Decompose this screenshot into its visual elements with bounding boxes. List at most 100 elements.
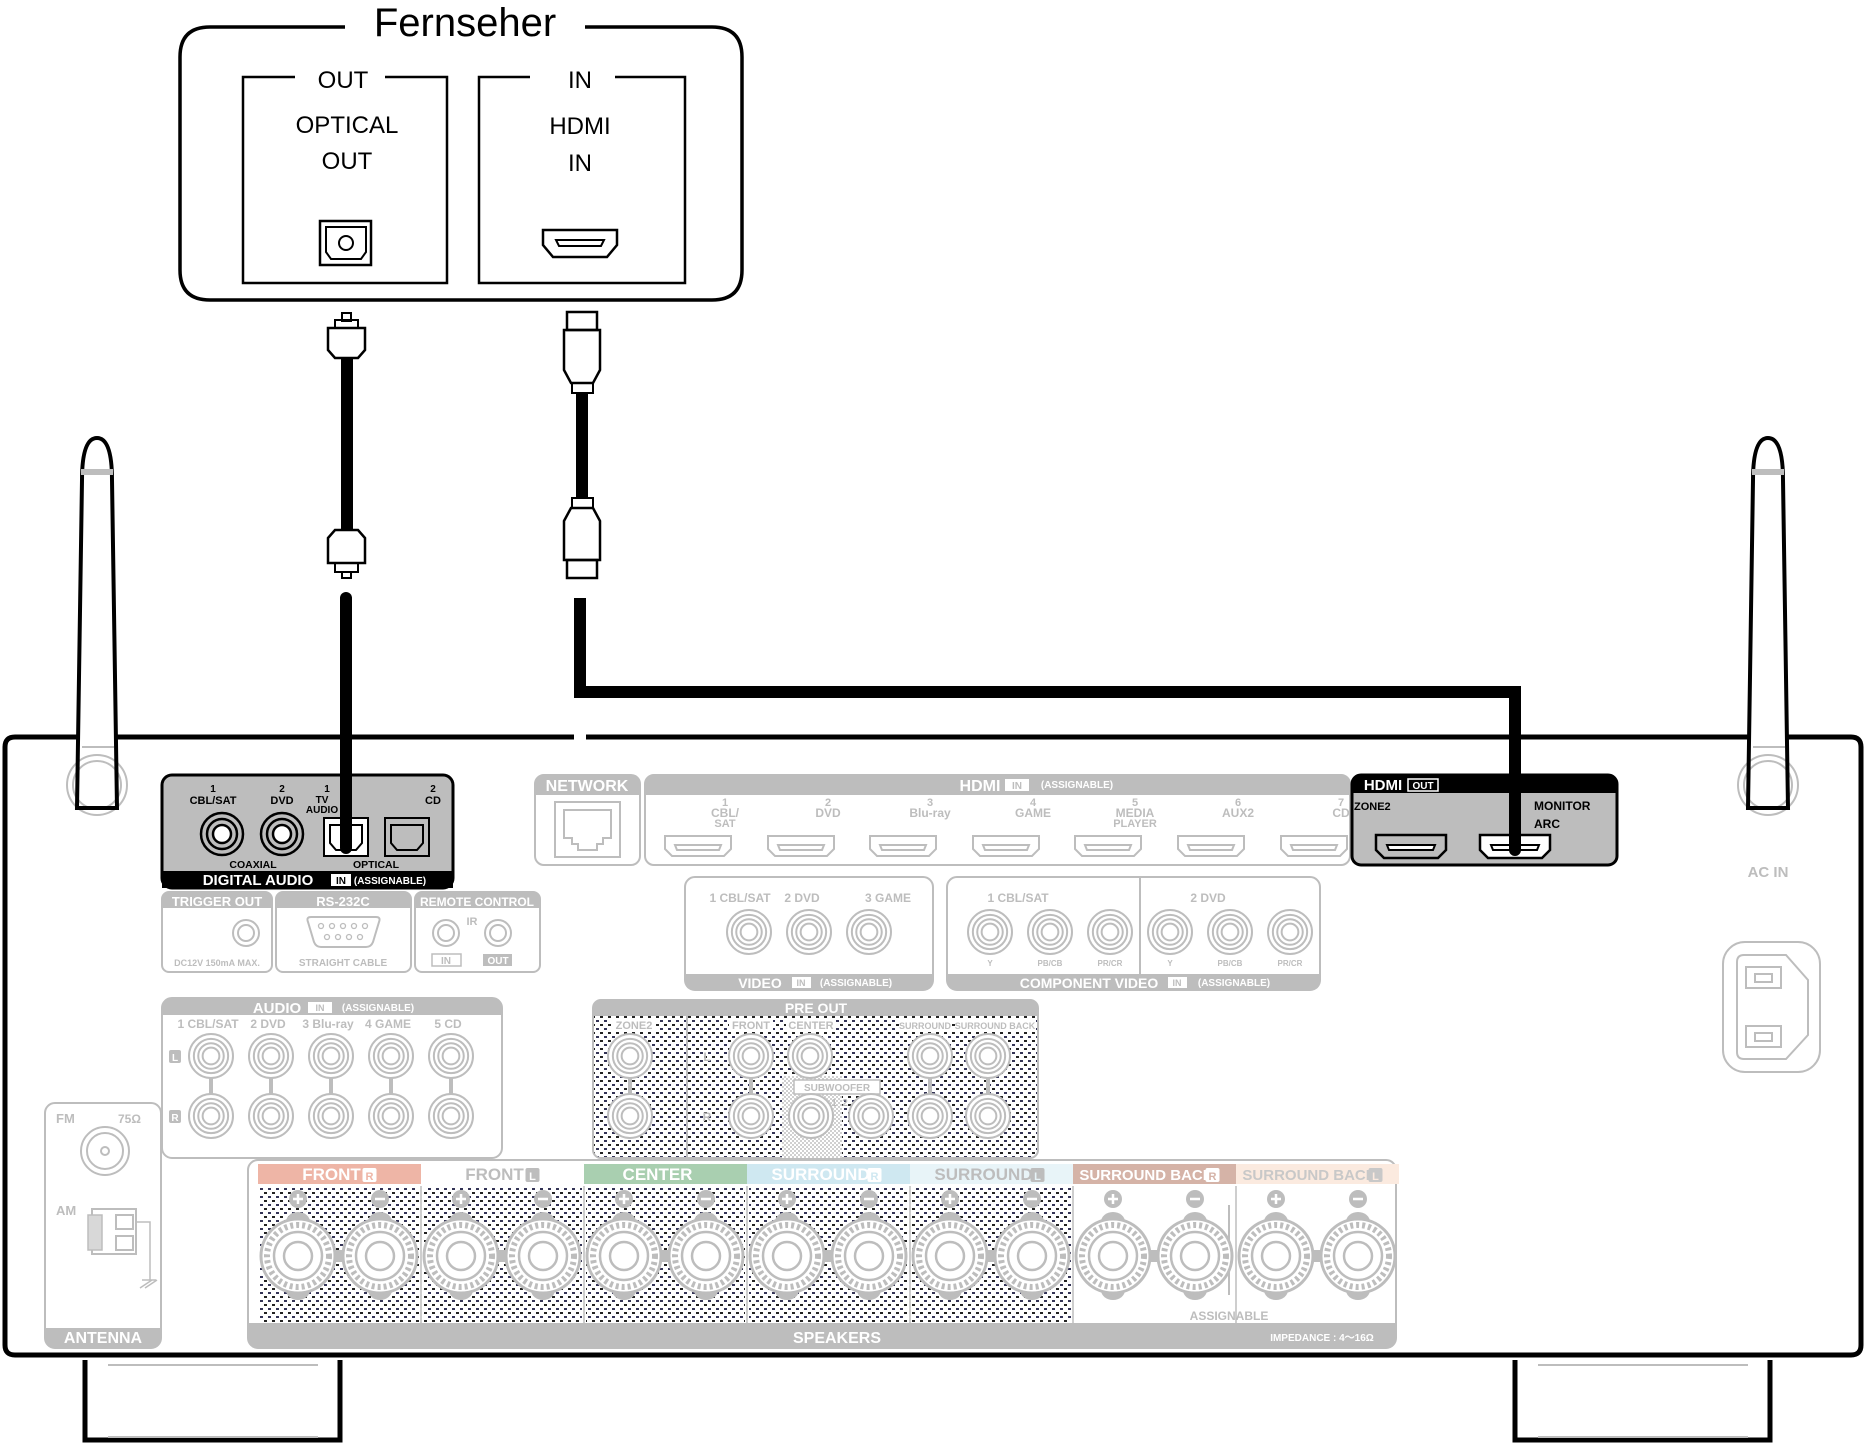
pre-out-surround-back-label: SURROUND BACK bbox=[955, 1021, 1036, 1031]
video-in-jack-1[interactable] bbox=[726, 909, 772, 955]
pre-out-subwoofer-2-jack[interactable] bbox=[848, 1093, 894, 1139]
pre-out-surround-back-left-jack[interactable] bbox=[965, 1033, 1011, 1079]
audio-in-2-label: 2 DVD bbox=[250, 1017, 286, 1031]
pre-out-front-left-jack[interactable] bbox=[728, 1033, 774, 1079]
ac-power-inlet[interactable] bbox=[1722, 941, 1821, 1073]
optical-jack-2[interactable] bbox=[384, 817, 430, 857]
digital-audio-badge: IN bbox=[336, 876, 346, 887]
speaker-terminal-negative[interactable] bbox=[1156, 1190, 1234, 1300]
antenna-title: ANTENNA bbox=[64, 1330, 143, 1347]
pre-out-surround-right-jack[interactable] bbox=[907, 1093, 953, 1139]
audio-in-4-left-jack[interactable] bbox=[368, 1033, 414, 1079]
hdmi-in-port-4[interactable] bbox=[972, 835, 1040, 857]
audio-in-3-right-jack[interactable] bbox=[308, 1093, 354, 1139]
hdmi-in-5-name: MEDIA bbox=[1116, 806, 1155, 820]
component-video-panel: COMPONENT VIDEO IN (ASSIGNABLE) 1 CBL/SA… bbox=[946, 876, 1321, 991]
audio-in-2-left-jack[interactable] bbox=[248, 1033, 294, 1079]
speaker-terminal-negative[interactable] bbox=[341, 1190, 419, 1300]
speaker-terminal-positive[interactable] bbox=[585, 1190, 663, 1300]
component-jack-2-y[interactable] bbox=[1147, 909, 1193, 955]
audio-in-2-right-jack[interactable] bbox=[248, 1093, 294, 1139]
pre-out-panel: PRE OUT ZONE2 FRONT CENTER SURROUND SURR… bbox=[592, 999, 1039, 1159]
coaxial-1-name: CBL/SAT bbox=[190, 795, 237, 807]
fm-antenna-jack[interactable] bbox=[80, 1126, 130, 1176]
audio-in-5-left-jack[interactable] bbox=[428, 1033, 474, 1079]
speaker-terminal-positive[interactable] bbox=[1237, 1190, 1315, 1300]
hdmi-in-4-num: 4 bbox=[1030, 797, 1037, 809]
video-in-note: (ASSIGNABLE) bbox=[820, 978, 892, 989]
ethernet-port-icon[interactable] bbox=[554, 801, 621, 858]
component-jack-label: PB/CB bbox=[1038, 959, 1063, 968]
speaker-terminal-positive[interactable] bbox=[422, 1190, 500, 1300]
hdmi-in-port-1[interactable] bbox=[664, 835, 732, 857]
hdmi-out-badge: OUT bbox=[1412, 781, 1433, 792]
pre-out-subwoofer-1-jack[interactable] bbox=[788, 1093, 834, 1139]
component-jack-label: PR/CR bbox=[1098, 959, 1123, 968]
pre-out-sub1-label: 1 bbox=[831, 1098, 837, 1109]
tv-out-header: OUT bbox=[318, 67, 369, 94]
coaxial-jack-1[interactable] bbox=[199, 811, 245, 857]
audio-in-4-right-jack[interactable] bbox=[368, 1093, 414, 1139]
component-jack-2-pb-cb[interactable] bbox=[1207, 909, 1253, 955]
trigger-out-jack[interactable] bbox=[232, 919, 260, 947]
remote-ir-out-jack[interactable] bbox=[484, 919, 512, 947]
speaker-terminal-positive[interactable] bbox=[911, 1190, 989, 1300]
am-antenna-terminal[interactable] bbox=[87, 1208, 158, 1289]
pre-out-surround-back-right-jack[interactable] bbox=[965, 1093, 1011, 1139]
coaxial-jack-2[interactable] bbox=[259, 811, 305, 857]
network-title: NETWORK bbox=[546, 778, 629, 795]
component-jack-1-y[interactable] bbox=[967, 909, 1013, 955]
speaker-channel-side: L bbox=[529, 1171, 536, 1183]
audio-in-1-label: 1 CBL/SAT bbox=[177, 1017, 239, 1031]
remote-ir-in-jack[interactable] bbox=[432, 919, 460, 947]
component-group-2-label: 2 DVD bbox=[1190, 891, 1226, 905]
component-jack-2-pr-cr[interactable] bbox=[1267, 909, 1313, 955]
hdmi-cable[interactable] bbox=[562, 310, 1521, 848]
component-video-badge: IN bbox=[1173, 978, 1182, 988]
speaker-terminal-negative[interactable] bbox=[993, 1190, 1071, 1300]
audio-in-1-left-jack[interactable] bbox=[188, 1033, 234, 1079]
speaker-terminal-positive[interactable] bbox=[259, 1190, 337, 1300]
hdmi-in-port-5[interactable] bbox=[1074, 835, 1142, 857]
hdmi-in-port-2[interactable] bbox=[767, 835, 835, 857]
component-jack-1-pr-cr[interactable] bbox=[1087, 909, 1133, 955]
hdmi-port-icon[interactable] bbox=[541, 228, 619, 259]
speaker-channel-3: CENTER bbox=[584, 1164, 748, 1323]
hdmi-in-port-3[interactable] bbox=[869, 835, 937, 857]
speaker-terminal-positive[interactable] bbox=[748, 1190, 826, 1300]
rs232c-port[interactable] bbox=[306, 916, 381, 948]
pre-out-surround-left-jack[interactable] bbox=[907, 1033, 953, 1079]
optical-label: OPTICAL bbox=[353, 859, 400, 871]
hdmi-in-2-name: DVD bbox=[815, 806, 841, 820]
network-panel: NETWORK bbox=[534, 774, 641, 866]
hdmi-in-port-6[interactable] bbox=[1177, 835, 1245, 857]
pre-out-front-right-jack[interactable] bbox=[728, 1093, 774, 1139]
speaker-terminal-negative[interactable] bbox=[504, 1190, 582, 1300]
speaker-terminal-positive[interactable] bbox=[1074, 1190, 1152, 1300]
digital-audio-title: DIGITAL AUDIO bbox=[203, 872, 314, 889]
chassis-outline bbox=[2, 734, 1864, 1358]
video-in-1-label: 1 CBL/SAT bbox=[709, 891, 771, 905]
coaxial-label: COAXIAL bbox=[229, 859, 277, 871]
pre-out-zone2-right-jack[interactable] bbox=[607, 1093, 653, 1139]
speaker-terminal-negative[interactable] bbox=[1319, 1190, 1397, 1300]
hdmi-in-1-name2: SAT bbox=[714, 818, 735, 830]
component-jack-label: PR/CR bbox=[1278, 959, 1303, 968]
speaker-channel-label: SURROUND BACK bbox=[1079, 1167, 1213, 1184]
audio-in-3-left-jack[interactable] bbox=[308, 1033, 354, 1079]
component-jack-1-pb-cb[interactable] bbox=[1027, 909, 1073, 955]
optical-port-icon[interactable] bbox=[318, 219, 373, 267]
antenna-am-label: AM bbox=[56, 1203, 76, 1218]
audio-in-1-right-jack[interactable] bbox=[188, 1093, 234, 1139]
video-in-jack-3[interactable] bbox=[846, 909, 892, 955]
video-in-jack-2[interactable] bbox=[786, 909, 832, 955]
audio-in-5-right-jack[interactable] bbox=[428, 1093, 474, 1139]
speaker-terminal-negative[interactable] bbox=[667, 1190, 745, 1300]
speaker-terminal-negative[interactable] bbox=[830, 1190, 908, 1300]
hdmi-out-zone2-port[interactable] bbox=[1374, 833, 1448, 860]
pre-out-zone2-left-jack[interactable] bbox=[607, 1033, 653, 1079]
speaker-channel-side: R bbox=[1209, 1171, 1217, 1183]
hdmi-in-port-7[interactable] bbox=[1280, 835, 1348, 857]
pre-out-center-jack[interactable] bbox=[787, 1033, 833, 1079]
